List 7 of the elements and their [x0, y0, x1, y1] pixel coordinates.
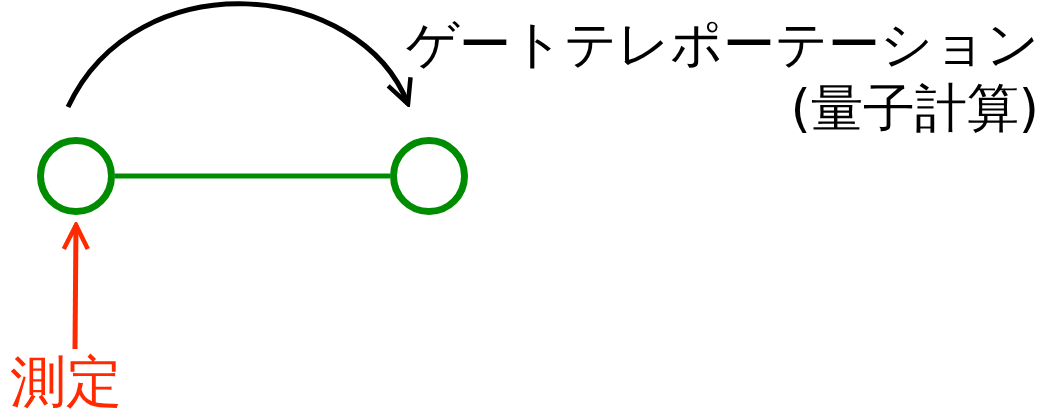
arrow: [65, 1, 411, 109]
arrow: [61, 222, 91, 349]
connector-line: [115, 173, 390, 179]
circle-node: [37, 137, 115, 215]
node-label: 測定: [10, 352, 122, 412]
diagram-label: ゲートテレポーテーション(量子計算): [405, 13, 1039, 140]
circle-node: [390, 137, 468, 215]
